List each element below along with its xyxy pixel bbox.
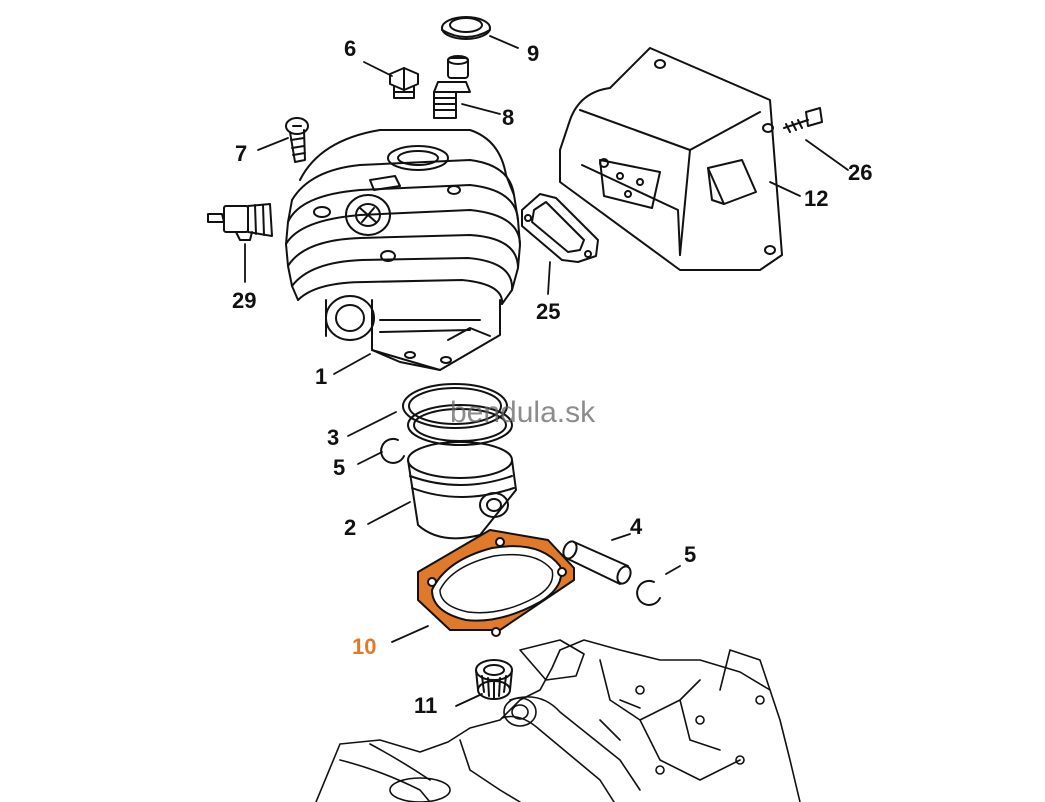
leader-lines — [244, 35, 849, 707]
socket-screw-icon — [285, 117, 309, 163]
muffler-icon — [559, 47, 783, 271]
spark-plug-icon — [207, 203, 273, 241]
callout-10: 10 — [352, 634, 377, 659]
callout-2: 2 — [344, 515, 357, 540]
callout-29: 29 — [232, 288, 257, 313]
plug-screw-icon — [389, 67, 419, 99]
callout-12: 12 — [804, 186, 829, 211]
piston-icon — [407, 441, 517, 540]
callout-4: 4 — [630, 514, 643, 539]
muffler-screw-icon — [783, 107, 823, 133]
callout-7: 7 — [235, 141, 248, 166]
decompression-valve-icon — [433, 55, 471, 119]
snap-ring-icon — [380, 437, 661, 606]
watermark: bendula.sk — [450, 396, 596, 429]
callout-11: 11 — [414, 693, 438, 718]
callout-8: 8 — [502, 105, 515, 130]
callout-1: 1 — [315, 364, 328, 389]
cover-cap-icon — [441, 16, 491, 40]
callout-26: 26 — [848, 160, 873, 185]
muffler-gasket-icon — [521, 193, 599, 263]
needle-cage-icon — [475, 659, 513, 700]
cylinder-gasket-icon — [417, 529, 575, 637]
callout-6: 6 — [344, 36, 357, 61]
crankcase-icon — [315, 639, 801, 802]
piston-pin-icon — [562, 540, 632, 585]
callout-5-lower: 5 — [684, 542, 697, 567]
callout-9: 9 — [527, 41, 540, 66]
callout-5-upper: 5 — [333, 455, 346, 480]
callout-3: 3 — [327, 425, 340, 450]
callout-25: 25 — [536, 299, 561, 324]
cylinder-icon — [285, 129, 521, 371]
